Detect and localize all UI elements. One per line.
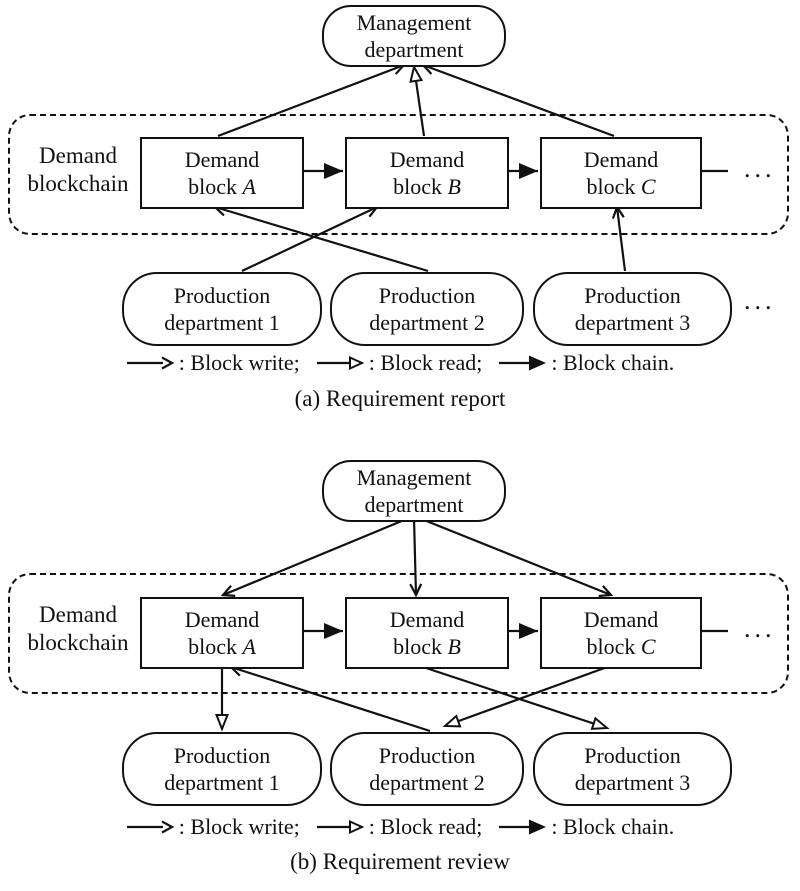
- block-label-line1: Demand: [184, 607, 260, 632]
- blockchain-label-line1: Demand: [39, 143, 117, 168]
- block-label-line2: block C: [586, 634, 656, 659]
- legend-b: : Block write; : Block read; : Block cha…: [0, 814, 800, 840]
- figure-b-caption: (b) Requirement review: [290, 849, 510, 874]
- department-label-line2: department 2: [369, 310, 485, 335]
- demand-block-b-fig-b: Demand block B: [345, 597, 509, 669]
- chain-ellipsis-a: ...: [744, 154, 776, 183]
- legend-item-block-write: : Block write;: [126, 814, 300, 840]
- production-department-3-fig-a: Production department 3: [533, 272, 732, 346]
- management-label-line2: department: [364, 37, 464, 62]
- blockchain-label-line1: Demand: [39, 602, 117, 627]
- department-label-line1: Production: [378, 283, 476, 308]
- legend-write-label: : Block write;: [178, 814, 300, 839]
- department-label-line1: Production: [584, 283, 681, 308]
- demand-blockchain-label-a: Demand blockchain: [16, 142, 140, 198]
- block-read-arrow-icon: [316, 819, 365, 835]
- production-department-1-fig-a: Production department 1: [122, 272, 322, 346]
- block-label-line2: block A: [188, 174, 256, 199]
- production-department-2-fig-a: Production department 2: [330, 272, 524, 346]
- department-label-line1: Production: [173, 743, 271, 768]
- department-label-line2: department 3: [574, 310, 691, 335]
- block-label-line1: Demand: [583, 607, 659, 632]
- blockchain-label-line2: blockchain: [27, 171, 129, 196]
- block-chain-arrow-icon: [499, 355, 547, 371]
- block-label-line1: Demand: [389, 607, 465, 632]
- block-chain-arrow-icon: [499, 819, 547, 835]
- legend-a: : Block write; : Block read; : Block cha…: [0, 350, 800, 376]
- management-department-node-a: Management department: [322, 5, 506, 67]
- demand-blockchain-label-b: Demand blockchain: [16, 601, 140, 657]
- blockchain-label-line2: blockchain: [27, 630, 129, 655]
- demand-blockchain-container-a: [8, 114, 789, 235]
- block-label-line2: block C: [586, 174, 656, 199]
- management-label-line1: Management: [356, 10, 472, 35]
- legend-item-block-chain: : Block chain.: [498, 814, 674, 840]
- management-department-node-b: Management department: [322, 460, 506, 522]
- demand-block-a-fig-b: Demand block A: [140, 597, 304, 669]
- block-label-line1: Demand: [389, 147, 465, 172]
- block-read-arrow-icon: [316, 355, 365, 371]
- chain-ellipsis-b: ...: [744, 614, 776, 643]
- figure-a-connectors: [212, 62, 728, 273]
- production-department-1-fig-b: Production department 1: [122, 732, 322, 806]
- management-label-line1: Management: [356, 465, 472, 490]
- demand-block-a-fig-a: Demand block A: [140, 137, 304, 209]
- legend-write-label: : Block write;: [178, 350, 300, 375]
- department-label-line2: department 1: [164, 770, 280, 795]
- block-label-line2: block B: [393, 634, 461, 659]
- legend-read-label: : Block read;: [368, 814, 483, 839]
- legend-item-block-write: : Block write;: [126, 350, 300, 376]
- legend-item-block-chain: : Block chain.: [498, 350, 674, 376]
- department-label-line1: Production: [584, 743, 681, 768]
- block-write-arrow-icon: [126, 820, 175, 834]
- block-label-line2: block B: [393, 174, 461, 199]
- block-label-line2: block A: [188, 634, 256, 659]
- legend-item-block-read: : Block read;: [316, 350, 483, 376]
- management-label-line2: department: [364, 492, 464, 517]
- figure-a-caption: (a) Requirement report: [294, 386, 506, 411]
- demand-block-c-fig-b: Demand block C: [540, 597, 702, 669]
- legend-read-label: : Block read;: [368, 350, 483, 375]
- block-write-arrow-icon: [126, 356, 175, 370]
- block-label-line1: Demand: [184, 147, 260, 172]
- legend-item-block-read: : Block read;: [316, 814, 483, 840]
- demand-block-b-fig-a: Demand block B: [345, 137, 509, 209]
- department-label-line1: Production: [173, 283, 271, 308]
- legend-chain-label: : Block chain.: [551, 814, 675, 839]
- figure-b-connectors: [222, 516, 728, 733]
- production-department-3-fig-b: Production department 3: [533, 732, 732, 806]
- production-department-2-fig-b: Production department 2: [330, 732, 524, 806]
- demand-block-c-fig-a: Demand block C: [540, 137, 702, 209]
- block-label-line1: Demand: [583, 147, 659, 172]
- department-label-line1: Production: [378, 743, 476, 768]
- legend-chain-label: : Block chain.: [551, 350, 675, 375]
- department-ellipsis-a: ...: [744, 286, 776, 315]
- department-label-line2: department 3: [574, 770, 691, 795]
- demand-blockchain-container-b: [8, 573, 789, 694]
- department-label-line2: department 2: [369, 770, 485, 795]
- department-label-line2: department 1: [164, 310, 280, 335]
